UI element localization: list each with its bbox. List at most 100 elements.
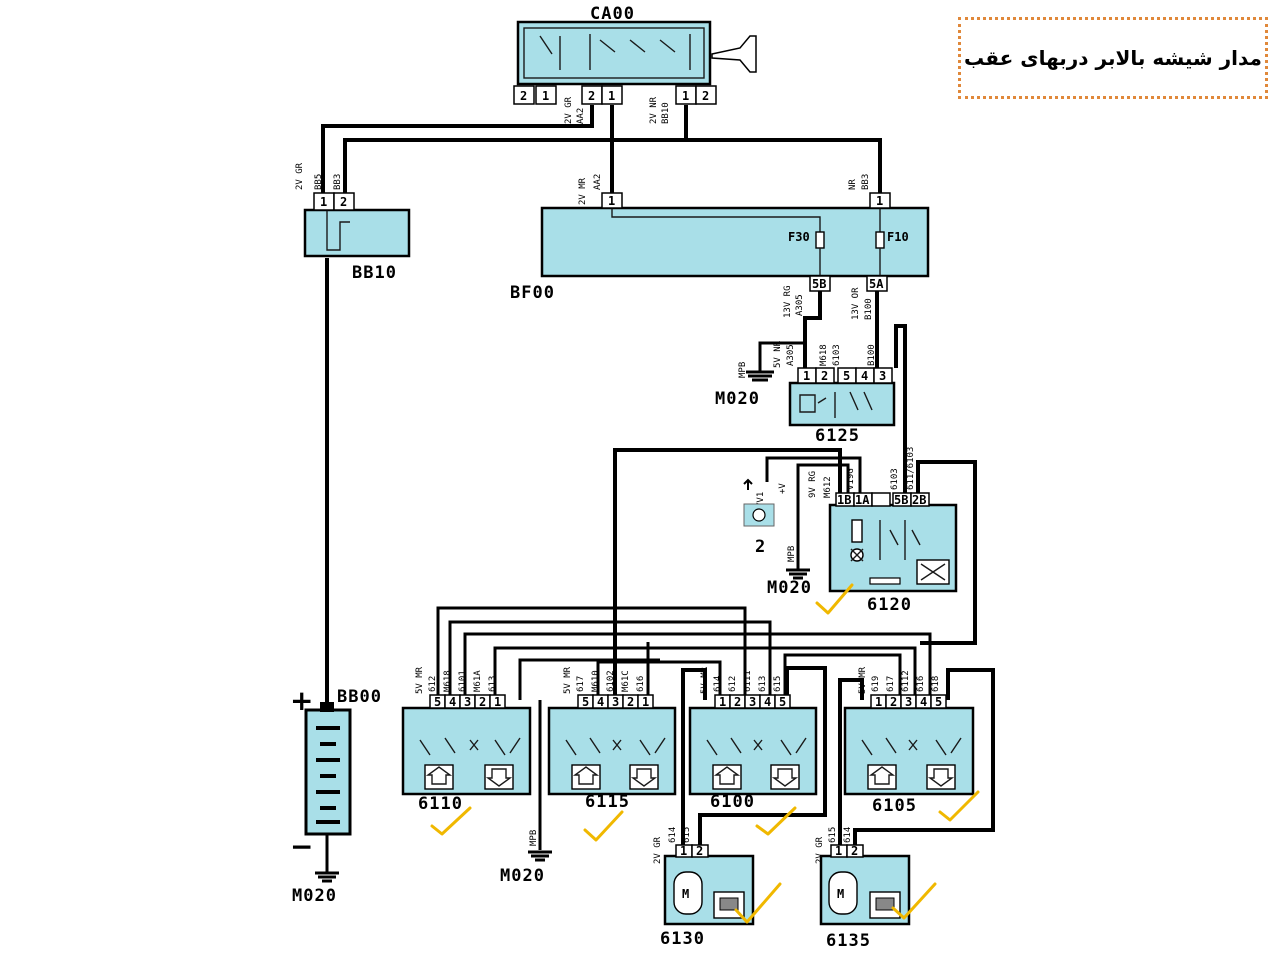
svg-text:MPB: MPB	[738, 362, 748, 378]
svg-text:1: 1	[320, 195, 327, 209]
svg-text:M612: M612	[823, 476, 833, 498]
ca00-body[interactable]	[516, 20, 712, 86]
motor-6135-label: 6135	[826, 931, 871, 951]
switch-6110-pins: 5 4 3 2 1	[429, 694, 506, 709]
wire-6120-loop	[916, 460, 977, 645]
relay-6125[interactable]: 1 2 5 4 3 6125 MPB 5V NR A305 M618 6103 …	[738, 340, 896, 446]
svg-text:2: 2	[821, 369, 828, 383]
svg-text:1: 1	[876, 194, 883, 208]
svg-text:5V MR: 5V MR	[700, 666, 710, 694]
svg-text:616: 616	[636, 676, 646, 692]
ground-6120: M020 MPB	[767, 546, 811, 598]
down-arrow-icon	[630, 768, 658, 787]
svg-text:613: 613	[488, 676, 498, 692]
svg-text:611/6103: 611/6103	[906, 447, 916, 490]
relay-6125-contacts	[799, 391, 873, 418]
ground-6125-label: M020	[715, 389, 760, 409]
svg-text:617: 617	[886, 676, 896, 692]
switch-6100[interactable]: 1 2 3 4 5 6100 5V MR 614 612 6111 613 61…	[688, 666, 818, 812]
svg-text:2B: 2B	[912, 493, 926, 507]
wire-h3	[463, 632, 932, 700]
module-6120[interactable]: 1B 1A 5B 2B 6120 VV1 +V 9V RG M612 V19G …	[756, 447, 958, 615]
ca00-switch[interactable]: CA00 2 1 2 1 1 2 2V GR AA2 2V NR BB10	[513, 4, 757, 124]
svg-text:2V MR: 2V MR	[578, 177, 588, 205]
svg-text:1: 1	[494, 695, 501, 709]
wire-h8	[783, 653, 902, 700]
bf00-body[interactable]	[540, 206, 930, 278]
svg-text:615: 615	[682, 827, 692, 843]
bb10-connector[interactable]: 1 2 BB10 2V GR BB5 BB3	[295, 162, 411, 283]
svg-text:5: 5	[935, 695, 942, 709]
wire-6120-6115	[613, 448, 842, 700]
svg-text:1: 1	[719, 695, 726, 709]
svg-text:613: 613	[758, 676, 768, 692]
svg-text:1: 1	[835, 844, 842, 858]
switch-6115-contacts	[565, 737, 666, 756]
svg-text:2V GR: 2V GR	[653, 836, 663, 864]
battery-label: BB00	[337, 687, 382, 707]
svg-text:BB3: BB3	[861, 174, 871, 190]
battery-plus-icon: +	[290, 684, 313, 717]
svg-text:A305: A305	[786, 344, 796, 366]
switch-6100-pins: 1 2 3 4 5	[714, 694, 791, 709]
relay-6125-body[interactable]	[788, 381, 896, 427]
relay-6125-label: 6125	[815, 426, 860, 446]
svg-text:2: 2	[627, 695, 634, 709]
wire-ca00-bb10-b	[343, 105, 688, 193]
svg-text:617: 617	[576, 676, 586, 692]
bf00-fusebox[interactable]: F30 F10 1 1 5B 5A BF00 2V MR AA2 NR BB3 …	[510, 174, 930, 320]
svg-text:2: 2	[479, 695, 486, 709]
svg-text:M61C: M61C	[621, 670, 631, 692]
bf00-track-a	[611, 208, 821, 232]
switch-6110[interactable]: 5 4 3 2 1 6110 5V MR 612 M618 6101 M61A …	[401, 666, 532, 814]
svg-text:2: 2	[734, 695, 741, 709]
svg-text:2: 2	[851, 844, 858, 858]
svg-text:MPB: MPB	[529, 830, 539, 846]
svg-text:615: 615	[773, 676, 783, 692]
lamp-2-label: 2	[755, 537, 766, 557]
cross-icon	[920, 563, 946, 581]
checkmark-6115-icon	[583, 810, 624, 842]
svg-text:4: 4	[920, 695, 927, 709]
svg-text:1: 1	[803, 369, 810, 383]
svg-text:4: 4	[597, 695, 604, 709]
diagram-title: مدار شیشه بالابر دربهای عقب	[964, 46, 1262, 70]
svg-text:5: 5	[582, 695, 589, 709]
battery-bb00[interactable]: + − BB00	[290, 684, 382, 863]
motor-6135[interactable]: M 1 2 6135 2V GR 615 614	[815, 827, 911, 951]
module-6120-pins: 1B 1A 5B 2B	[835, 492, 930, 507]
svg-text:BB10: BB10	[661, 102, 671, 124]
svg-text:5B: 5B	[812, 277, 826, 291]
svg-text:615: 615	[828, 827, 838, 843]
battery-minus-icon: −	[290, 830, 313, 863]
switch-6115-pins: 5 4 3 2 1	[577, 694, 654, 709]
bb10-body[interactable]	[303, 208, 411, 258]
switch-6105[interactable]: 1 2 3 4 5 6105 5V MR 619 617 6112 616 61…	[843, 666, 975, 816]
battery-cells-icon	[316, 726, 340, 824]
svg-text:5V MR: 5V MR	[415, 666, 425, 694]
svg-text:5A: 5A	[869, 277, 884, 291]
svg-text:1: 1	[682, 89, 689, 103]
arrow-up-icon	[743, 478, 753, 490]
up-arrow-icon	[868, 766, 896, 785]
svg-text:13V RG: 13V RG	[783, 285, 793, 318]
wire-6120-ground	[796, 463, 850, 570]
switch-6115[interactable]: 5 4 3 2 1 6115 5V MR 617 M610 6102 M61C …	[547, 666, 677, 812]
svg-text:4: 4	[764, 695, 771, 709]
svg-text:2: 2	[890, 695, 897, 709]
svg-text:BB3: BB3	[333, 174, 343, 190]
svg-text:619: 619	[871, 676, 881, 692]
switch-6105-body[interactable]	[843, 706, 975, 796]
wire-ca00-bf00-b	[686, 138, 882, 193]
bulb-icon	[752, 508, 766, 522]
motor-6130[interactable]: M 1 2 6130 2V GR 614 615	[653, 827, 755, 949]
svg-text:4: 4	[449, 695, 456, 709]
svg-text:B100: B100	[864, 298, 874, 320]
wire-vv1	[765, 456, 862, 493]
svg-text:5B: 5B	[894, 493, 908, 507]
ground-battery-label: M020	[292, 886, 337, 906]
svg-text:2: 2	[588, 89, 595, 103]
up-arrow-icon	[425, 766, 453, 785]
wire-h6	[596, 660, 722, 700]
up-arrow-icon	[572, 766, 600, 785]
